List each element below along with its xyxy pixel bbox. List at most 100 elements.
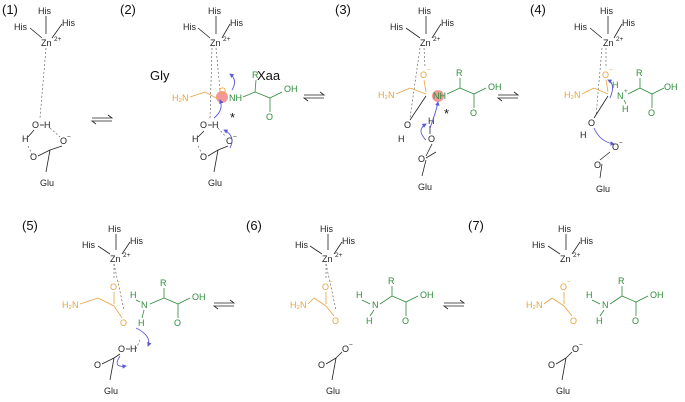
- amine-label: H₂N: [378, 90, 395, 100]
- oxygen-label: O: [332, 316, 339, 326]
- oxygen-label: O: [402, 316, 409, 326]
- minus-sign: −: [427, 67, 431, 74]
- his-label: His: [38, 6, 51, 16]
- hydrogen-label: H: [192, 134, 199, 144]
- panel-3-number: (3): [335, 2, 351, 17]
- hydrogen-label: H: [596, 316, 603, 326]
- zinc-charge: 2+: [335, 252, 343, 259]
- minus-sign: −: [67, 134, 71, 141]
- panel-1: (1) His His His Zn 2+ O H H O − O Glu: [2, 2, 75, 188]
- glutamate-label: Glu: [326, 386, 340, 396]
- his-label: His: [558, 224, 571, 234]
- hydrogen-label: H: [622, 104, 629, 114]
- his-label: His: [580, 236, 593, 246]
- panel-6: (6) His His His Zn 2+ O − H₂N O H N H R …: [246, 218, 434, 396]
- oxygen-label: O: [226, 136, 233, 146]
- equilibrium-arrow: [90, 114, 114, 125]
- r-group-label: R: [160, 278, 167, 288]
- oxyanion-label: O: [420, 70, 427, 80]
- carboxylate-o-label: O: [322, 282, 329, 292]
- oxygen-label: O: [570, 316, 577, 326]
- his-label: His: [295, 240, 308, 250]
- minus-sign: −: [609, 67, 613, 74]
- minus-sign: −: [579, 342, 583, 349]
- hydroxyl-label: OH: [664, 82, 678, 92]
- reaction-center-highlight: [216, 91, 228, 103]
- r-group-label: R: [388, 276, 395, 286]
- hydroxyl-label: OH: [650, 290, 664, 300]
- oxygen-label: O: [594, 160, 601, 170]
- hydrogen-label: H: [612, 80, 619, 90]
- glutamate-label: Glu: [40, 178, 54, 188]
- amine-label: H₂N: [564, 90, 581, 100]
- r-group-label: R: [456, 68, 463, 78]
- his-label: His: [574, 22, 587, 32]
- glutamate-label: Glu: [208, 178, 222, 188]
- amine-n-label: N: [602, 300, 609, 310]
- minus-sign: −: [349, 342, 353, 349]
- hydroxyl-label: OH: [192, 292, 206, 302]
- carboxylate-o-label: O: [560, 282, 567, 292]
- hydrogen-label: H: [212, 120, 219, 130]
- hydroxyl-label: OH: [488, 82, 502, 92]
- hydrogen-label: H: [580, 130, 587, 140]
- his-label: His: [418, 6, 431, 16]
- reaction-center-highlight: [432, 90, 444, 102]
- minus-sign: −: [619, 140, 623, 147]
- panel-4-number: (4): [530, 2, 546, 17]
- hydrogen-label: H: [398, 134, 405, 144]
- zinc-charge: 2+: [223, 36, 231, 43]
- amine-label: H₂N: [290, 300, 307, 310]
- r-group-label: R: [618, 276, 625, 286]
- amine-label: H₂N: [62, 300, 79, 310]
- oxygen-label: O: [418, 154, 425, 164]
- oxygen-label: O: [200, 120, 207, 130]
- zinc-charge: 2+: [433, 36, 441, 43]
- amine-label: H₂N: [526, 300, 543, 310]
- zinc-charge: 2+: [123, 252, 131, 259]
- his-label: His: [82, 240, 95, 250]
- xaa-label: Xaa: [257, 68, 281, 83]
- glutamate-label: Glu: [556, 386, 570, 396]
- amine-n-label: N: [141, 300, 148, 310]
- hydrogen-label: H: [130, 290, 137, 300]
- equilibrium-arrow: [212, 299, 236, 310]
- asterisk: *: [444, 106, 449, 121]
- zinc-label: Zn: [420, 38, 431, 48]
- zinc-label: Zn: [603, 38, 614, 48]
- oxygen-label: O: [118, 344, 125, 354]
- panel-1-number: (1): [2, 2, 18, 17]
- his-label: His: [532, 240, 545, 250]
- glutamate-label: Glu: [104, 386, 118, 396]
- his-label: His: [320, 224, 333, 234]
- panel-6-number: (6): [246, 218, 262, 233]
- asterisk: *: [230, 110, 235, 125]
- hydrogen-label: H: [586, 290, 593, 300]
- panel-3: (3) His His His Zn 2+ O − H₂N NH R O OH …: [335, 2, 502, 192]
- oxygen-label: O: [32, 120, 39, 130]
- oxygen-label: O: [404, 120, 411, 130]
- minus-sign: −: [567, 279, 571, 286]
- r-group-label: R: [252, 70, 259, 80]
- minus-sign: −: [233, 134, 237, 141]
- oxygen-label: O: [588, 118, 595, 128]
- hydrogen-label: H: [428, 116, 435, 126]
- hydrogen-label: H: [138, 318, 145, 328]
- hydrogen-label: H: [366, 316, 373, 326]
- zinc-label: Zn: [210, 38, 221, 48]
- oxygen-label: O: [428, 134, 435, 144]
- his-label: His: [130, 236, 143, 246]
- oxygen-label: O: [632, 316, 639, 326]
- gly-label: Gly: [150, 68, 170, 83]
- his-label: His: [108, 224, 121, 234]
- amine-label: H₂N: [172, 93, 189, 103]
- oxygen-label: O: [120, 318, 127, 328]
- hydroxyl-label: OH: [284, 84, 298, 94]
- zinc-charge: 2+: [616, 36, 624, 43]
- oxygen-label: O: [548, 360, 555, 370]
- oxygen-label: O: [60, 136, 67, 146]
- equilibrium-arrow: [442, 299, 466, 310]
- ammonium-n-label: N: [617, 91, 624, 101]
- panel-5: (5) His His His Zn 2+ O − H₂N O H N H R …: [22, 218, 206, 396]
